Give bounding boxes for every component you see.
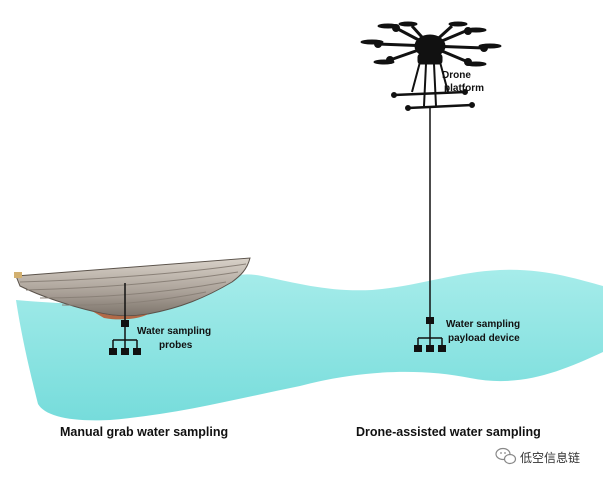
boat-rust: [92, 311, 148, 320]
watermark-text: 低空信息链: [520, 450, 580, 465]
payload-label-line1: Water sampling: [446, 319, 520, 330]
payload-label-line2: payload device: [448, 333, 520, 344]
drone-icon: [360, 21, 502, 111]
probe-label-line1: Water sampling: [137, 326, 211, 337]
probe-head: [121, 320, 129, 327]
payload-device: [414, 317, 446, 352]
boat: [14, 257, 251, 320]
probe-label-line2: probes: [159, 340, 193, 351]
caption-drone: Drone-assisted water sampling: [356, 425, 541, 439]
wechat-icon: [495, 447, 517, 465]
watermark: 低空信息链: [495, 447, 580, 465]
drone-label-line1: Drone: [442, 70, 471, 81]
manual-probe: [109, 283, 141, 355]
boat-hull: [15, 257, 251, 317]
drone-label-line2: platform: [444, 83, 484, 94]
caption-manual: Manual grab water sampling: [60, 425, 228, 439]
payload-head: [426, 317, 434, 324]
